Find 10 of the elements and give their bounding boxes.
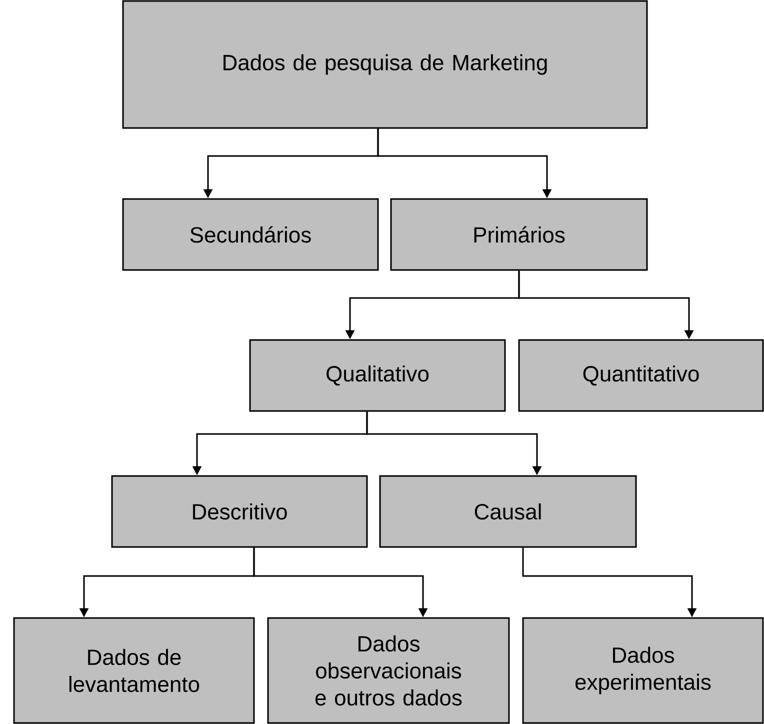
box: Primários: [390, 198, 648, 271]
box: Dados de levantamento: [13, 617, 255, 724]
box: Qualitativo: [249, 339, 506, 412]
box: Descritivo: [111, 475, 368, 548]
box: Dados experimentais: [522, 617, 764, 724]
box: Quantitativo: [518, 339, 764, 412]
box: Dados observacionais e outros dados: [267, 617, 510, 724]
box: Dados de pesquisa de Marketing: [122, 0, 648, 129]
box: Causal: [379, 475, 637, 548]
box: Secundários: [122, 198, 379, 271]
